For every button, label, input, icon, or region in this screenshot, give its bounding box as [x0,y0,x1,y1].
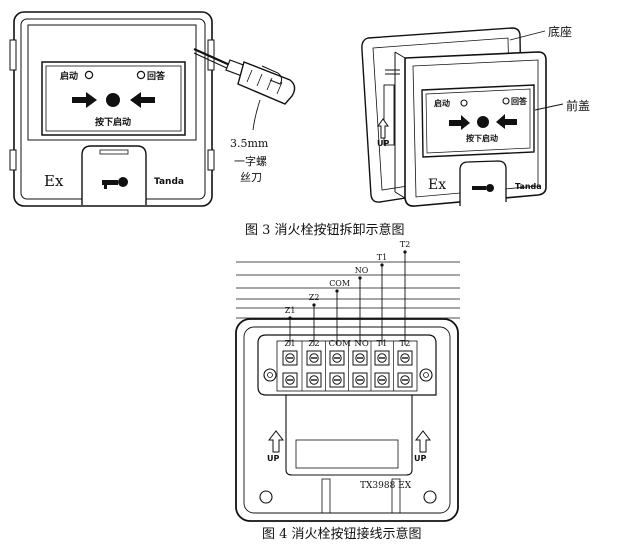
up-arrow-left-icon [267,430,285,453]
ex-mark: Ex [44,172,64,190]
terminal-label-t1: T1 [376,339,388,349]
model-label: TX3988 EX [360,481,412,491]
up-label-right: UP [414,454,427,463]
terminal-label-z2: Z2 [308,339,320,349]
wire-junction-dot [312,303,316,307]
iso-press-label: 按下启动 [466,134,498,143]
terminal-label-com: COM [328,339,351,349]
terminal-label-t2: T2 [399,339,411,349]
fig4-wiring [235,250,460,522]
fig3-caption: 图 3 消火栓按钮拆卸示意图 [245,223,405,238]
fig3-iso-view [361,27,564,207]
fig3-front-view [9,11,215,207]
up-arrow-right-icon [414,430,432,453]
start-label: 启动 [60,72,79,82]
screwdriver-type-label: 一字螺 [234,155,267,168]
front-cover-label: 前盖 [566,99,591,113]
wire-junction-dot [288,316,292,320]
wire-junction-dot [335,289,339,293]
wire-junction-dot [380,263,384,267]
iso-start-label: 启动 [434,99,450,108]
wire-label-t1: T1 [376,253,388,262]
base-label: 底座 [548,25,573,39]
terminal-label-z1: Z1 [284,339,296,349]
wire-label-z2: Z2 [308,293,320,302]
screwdriver-spec-label: 3.5mm [230,137,269,150]
up-label: UP [377,139,390,148]
reply-label: 回答 [147,72,166,82]
iso-key-icon [472,184,494,192]
fig4-caption: 图 4 消火栓按钮接线示意图 [262,527,422,542]
wire-label-com: COM [329,279,351,288]
screwdriver-icon [193,47,296,131]
screwdriver-type-label-2: 丝刀 [240,171,262,184]
up-label-left: UP [267,454,280,463]
up-arrow-icon [377,118,389,139]
wire-label-no: NO [354,266,369,275]
wire-junction-dot [358,276,362,280]
wire-label-z1: Z1 [284,306,296,315]
press-to-start-label: 按下启动 [95,118,132,128]
brand-logo: Tanda [154,177,184,187]
wire-junction-dot [403,250,407,254]
key-icon [102,177,128,189]
iso-ex-mark: Ex [428,177,447,193]
wire-label-t2: T2 [399,240,411,249]
iso-brand-logo: Tanda [515,182,542,191]
terminal-label-no: NO [354,339,369,349]
iso-reply-label: 回答 [511,97,527,106]
